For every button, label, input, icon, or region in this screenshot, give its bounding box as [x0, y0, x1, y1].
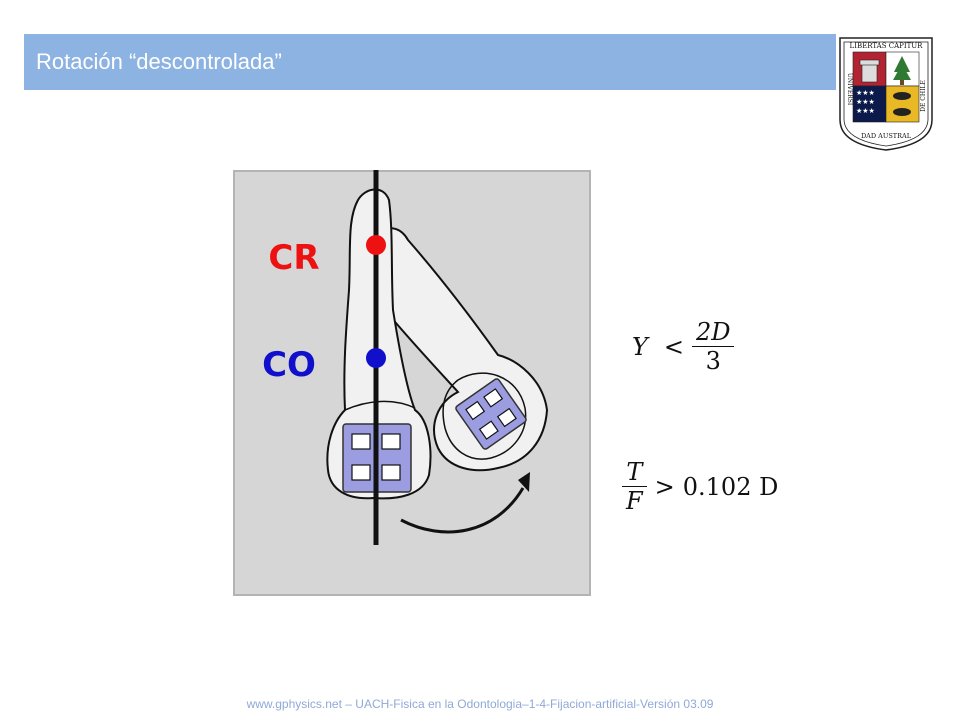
- crest-text-right: DE CHILE: [920, 80, 927, 112]
- crest-text-bottom: DAD AUSTRAL: [861, 132, 912, 140]
- title-bar: Rotación “descontrolada”: [24, 34, 836, 90]
- cr-label: CR: [245, 228, 343, 288]
- rotated-tooth-crown: [442, 372, 527, 460]
- rotated-tooth: [367, 226, 549, 472]
- formula-2-operator: >: [654, 472, 675, 501]
- rotated-bracket: [455, 378, 527, 450]
- slide-footer[interactable]: www.gphysics.net – UACH-Fisica en la Odo…: [246, 697, 714, 711]
- university-crest-icon: LIBERTAS CAPITUR ★★★★★★★★★ UNIVERSI DAD …: [839, 37, 933, 151]
- rotation-arrow-head: [518, 472, 530, 492]
- center-of-rotation-dot: [366, 235, 386, 255]
- formula-2-rhs: 0.102 D: [682, 472, 779, 501]
- slide-title: Rotación “descontrolada”: [36, 49, 282, 74]
- crest-motto-top: LIBERTAS CAPITUR: [850, 42, 924, 50]
- formula-1-operator: <: [663, 332, 684, 361]
- svg-text:★★★: ★★★: [856, 107, 875, 115]
- svg-text:★★★: ★★★: [856, 98, 875, 106]
- co-label: CO: [249, 335, 329, 395]
- center-of-resistance-dot: [366, 348, 386, 368]
- svg-text:★★★: ★★★: [856, 89, 875, 97]
- formula-1-lhs: Y: [632, 332, 648, 361]
- upright-tooth-outline: [326, 188, 432, 500]
- rotation-arrow: [400, 487, 525, 534]
- crest-text-left: UNIVERSI: [846, 73, 853, 106]
- formula-2-denominator: F: [626, 487, 643, 515]
- formula-1-denominator: 3: [705, 347, 721, 375]
- formula-2-numerator: T: [622, 458, 647, 487]
- formula-1-numerator: 2D: [691, 318, 735, 347]
